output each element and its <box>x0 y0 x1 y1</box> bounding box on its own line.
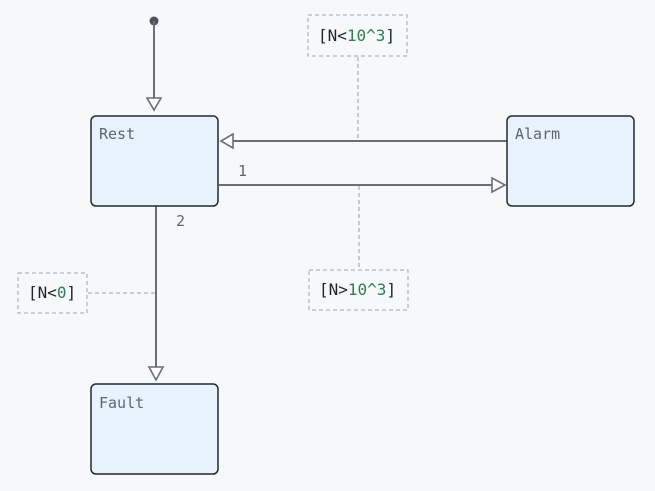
guard-left-open: [N< <box>28 283 57 302</box>
guard-bottom-close: ] <box>386 280 396 299</box>
guard-left: [N<0] <box>17 272 88 314</box>
guard-top-close: ] <box>385 26 395 45</box>
guard-bottom: [N>10^3] <box>308 269 409 311</box>
guard-bottom-open: [N> <box>319 280 348 299</box>
alarm-to-rest-arrowhead <box>219 132 234 150</box>
state-rest-label: Rest <box>99 125 135 143</box>
guard-top-number: 10^3 <box>347 26 386 45</box>
svg-text:[N>10^3]: [N>10^3] <box>319 280 396 299</box>
guard-top-open: [N< <box>318 26 347 45</box>
state-fault-label: Fault <box>99 394 144 412</box>
rest-to-fault-arrowhead <box>147 366 165 382</box>
initial-transition-arrowhead <box>145 97 163 112</box>
state-alarm-label: Alarm <box>515 125 560 143</box>
guard-left-number: 0 <box>57 283 67 302</box>
svg-text:[N<0]: [N<0] <box>28 283 76 302</box>
rest-to-alarm-label: 1 <box>238 162 247 180</box>
state-fault[interactable]: Fault <box>90 383 219 475</box>
guard-left-close: ] <box>67 283 77 302</box>
svg-text:[N<10^3]: [N<10^3] <box>318 26 395 45</box>
rest-to-alarm-arrowhead <box>491 176 507 194</box>
guard-bottom-number: 10^3 <box>348 280 387 299</box>
rest-to-fault-label: 2 <box>176 212 185 230</box>
state-rest[interactable]: Rest <box>90 115 219 207</box>
state-alarm[interactable]: Alarm <box>506 115 635 207</box>
guard-top: [N<10^3] <box>307 14 408 57</box>
